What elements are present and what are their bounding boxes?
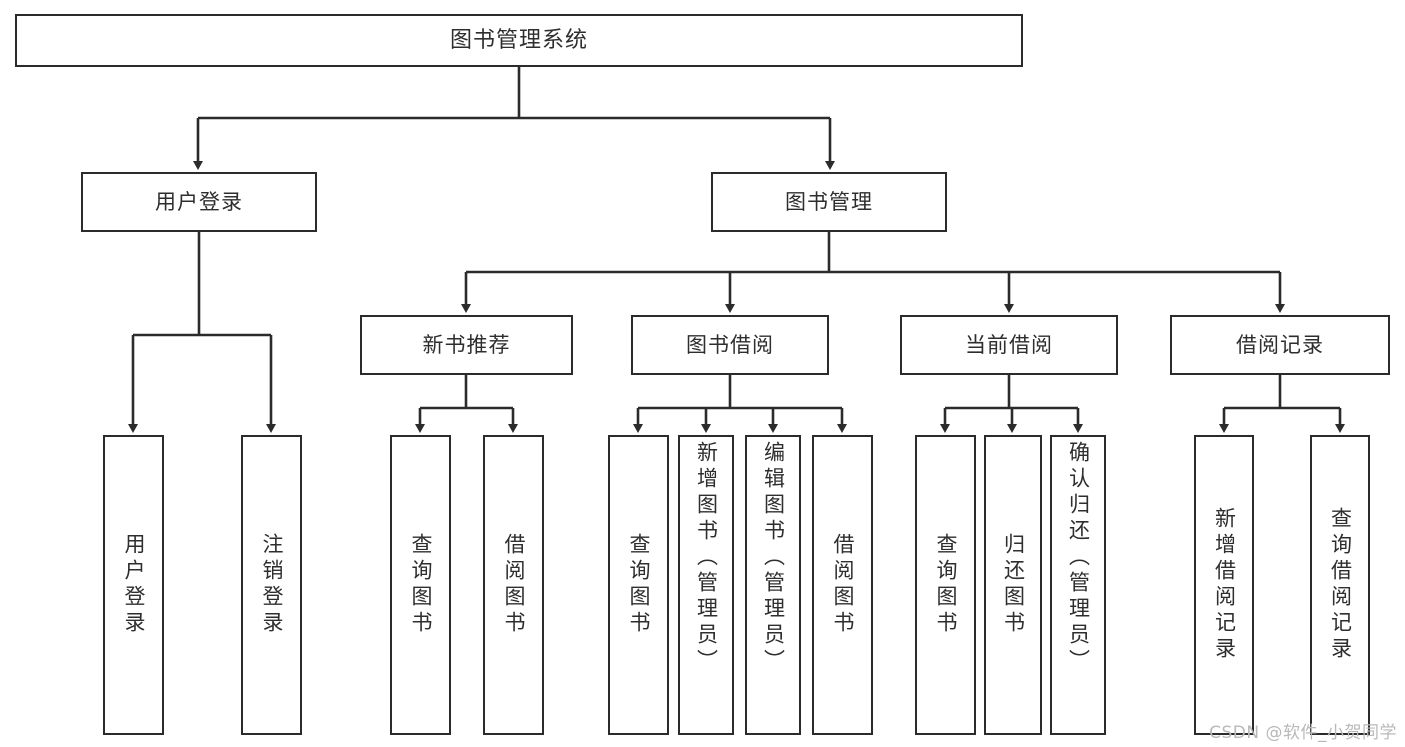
leaf-query-borrowing-record[interactable]: 查询借阅记录 (1310, 435, 1370, 735)
leaf-label: 新增借阅记录 (1212, 507, 1237, 663)
leaf-borrow-books-borrowing[interactable]: 借阅图书 (812, 435, 873, 735)
leaf-label: 注销登录 (260, 533, 284, 637)
csdn-watermark: CSDN @软件_小贺同学 (1209, 723, 1397, 743)
leaf-query-books-borrowing[interactable]: 查询图书 (608, 435, 669, 735)
leaf-label: 确认归还（管理员） (1066, 441, 1091, 675)
leaf-label: 查询图书 (934, 533, 958, 637)
node-label: 图书借阅 (686, 332, 774, 357)
leaf-label: 新增图书（管理员） (694, 441, 719, 675)
leaf-query-books-current[interactable]: 查询图书 (915, 435, 976, 735)
leaf-query-books-recommend[interactable]: 查询图书 (390, 435, 451, 735)
leaf-label: 归还图书 (1001, 533, 1026, 637)
leaf-add-borrowing-record[interactable]: 新增借阅记录 (1194, 435, 1254, 735)
leaf-confirm-return-admin[interactable]: 确认归还（管理员） (1050, 435, 1106, 735)
leaf-label: 编辑图书（管理员） (761, 441, 786, 675)
leaf-label: 用户登录 (122, 533, 146, 637)
leaf-label: 查询图书 (409, 533, 433, 637)
node-label: 图书管理 (785, 189, 873, 214)
leaf-add-book-admin[interactable]: 新增图书（管理员） (678, 435, 734, 735)
node-label: 用户登录 (155, 189, 243, 214)
leaf-label: 查询借阅记录 (1328, 507, 1353, 663)
leaf-user-login[interactable]: 用户登录 (103, 435, 164, 735)
leaf-label: 查询图书 (627, 533, 651, 637)
node-label: 新书推荐 (422, 332, 511, 357)
node-current-borrowing[interactable]: 当前借阅 (900, 315, 1118, 375)
node-label: 借阅记录 (1236, 332, 1324, 357)
leaf-return-books[interactable]: 归还图书 (984, 435, 1042, 735)
node-root-book-management-system[interactable]: 图书管理系统 (15, 14, 1023, 67)
leaf-borrow-books-recommend[interactable]: 借阅图书 (483, 435, 544, 735)
leaf-edit-book-admin[interactable]: 编辑图书（管理员） (745, 435, 801, 735)
node-user-login[interactable]: 用户登录 (81, 172, 317, 232)
leaf-logout[interactable]: 注销登录 (241, 435, 302, 735)
node-book-management[interactable]: 图书管理 (711, 172, 947, 232)
node-borrowing-records[interactable]: 借阅记录 (1170, 315, 1390, 375)
node-label: 当前借阅 (965, 332, 1053, 357)
leaf-label: 借阅图书 (831, 533, 855, 637)
leaf-label: 借阅图书 (502, 533, 526, 637)
node-new-book-recommendation[interactable]: 新书推荐 (360, 315, 573, 375)
node-book-borrowing[interactable]: 图书借阅 (631, 315, 829, 375)
node-label: 图书管理系统 (449, 27, 588, 53)
